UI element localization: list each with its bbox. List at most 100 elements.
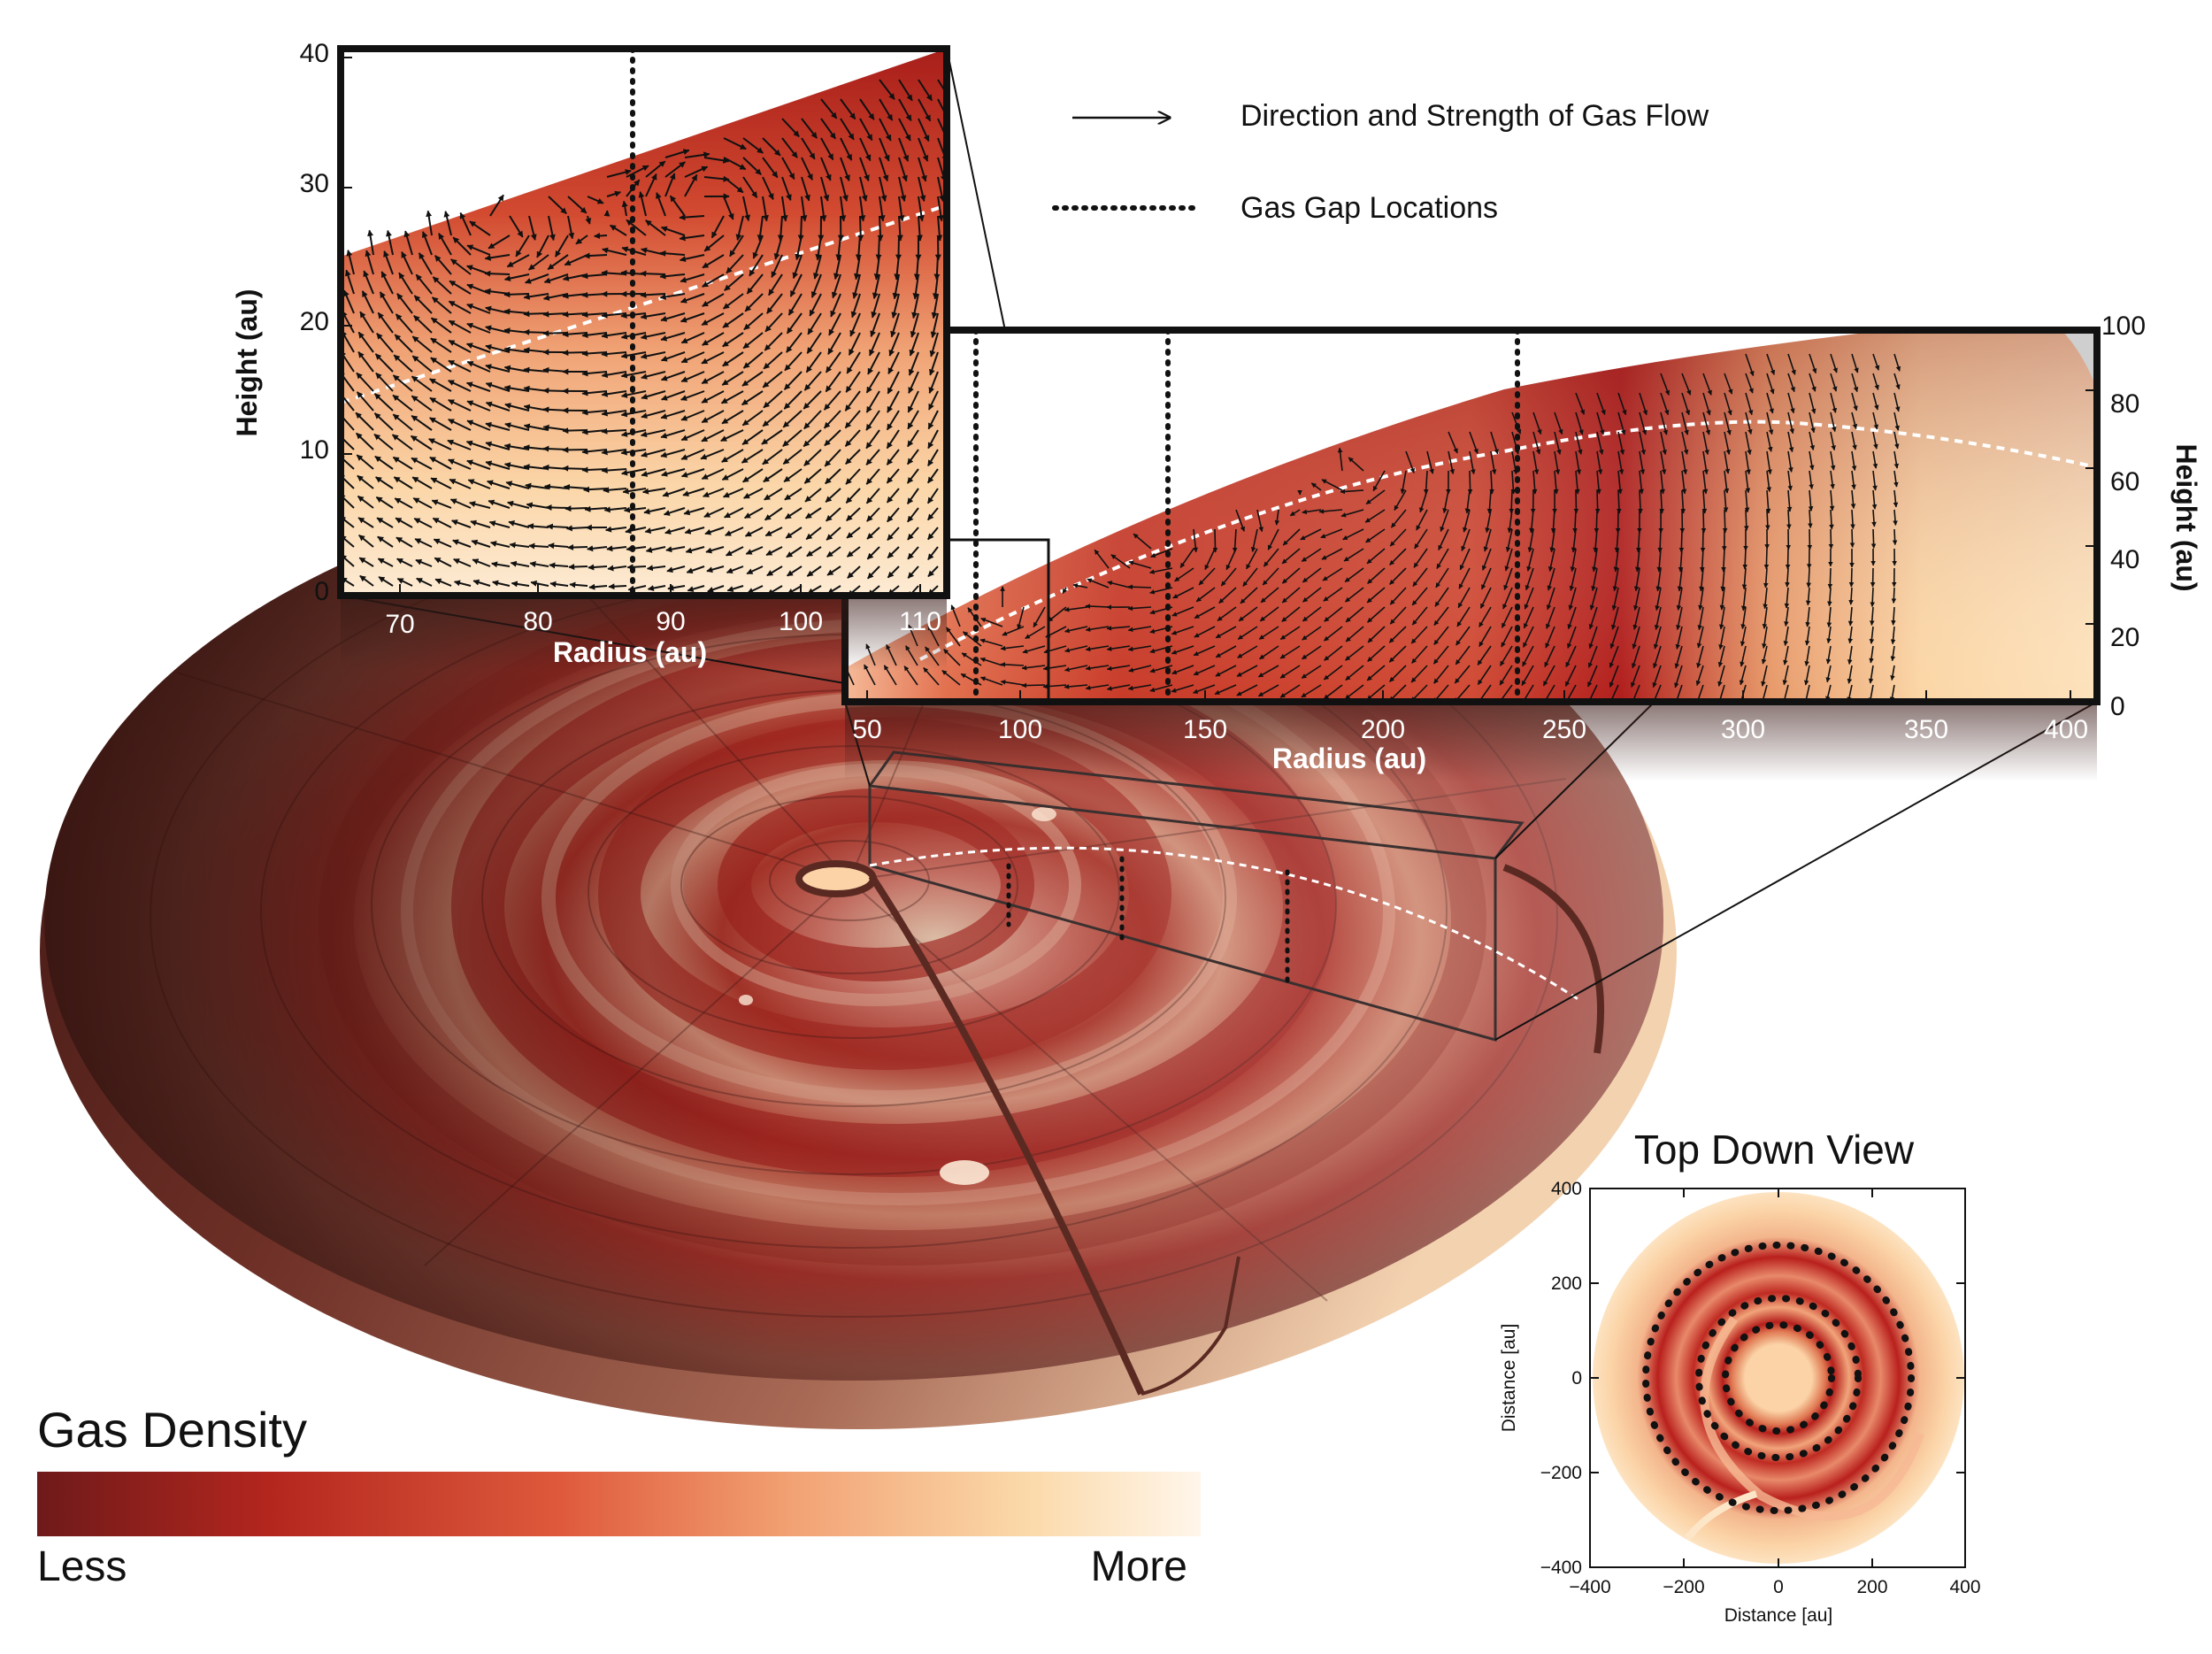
flow-vector (801, 176, 810, 202)
flow-vector (1289, 509, 1301, 517)
flow-vector (1696, 626, 1704, 649)
flow-vector (879, 79, 895, 100)
flow-vector (1742, 548, 1748, 570)
flow-vector (1763, 567, 1769, 589)
flow-vector (1198, 567, 1216, 586)
flow-vector (469, 220, 491, 236)
flow-vector (918, 196, 925, 222)
flow-vector (825, 351, 841, 373)
flow-vector (1809, 412, 1816, 434)
flow-vector (680, 468, 705, 478)
flow-vector (1575, 431, 1583, 455)
flow-vector (1302, 509, 1322, 515)
flow-vector (1300, 528, 1322, 541)
flow-vector (1847, 606, 1854, 627)
legend-flow-label: Direction and Strength of Gas Flow (1240, 99, 1709, 133)
flow-vector (684, 173, 698, 197)
flow-vector (835, 235, 842, 261)
flow-vector (1701, 509, 1707, 534)
flow-vector (1245, 548, 1258, 570)
flow-vector (720, 429, 744, 442)
flow-vector (1830, 373, 1838, 392)
flow-vector (1282, 528, 1301, 546)
flow-vector (1681, 392, 1691, 416)
flow-vector (587, 196, 604, 204)
flow-vector (1509, 489, 1515, 514)
flow-vector (1507, 509, 1513, 534)
flow-vector (1324, 626, 1343, 642)
flow-vector (1529, 509, 1534, 534)
flow-vector (1893, 450, 1900, 469)
flow-vector (1214, 684, 1237, 696)
flow-vector (1575, 450, 1582, 475)
flow-vector (1343, 548, 1364, 562)
wide-xtick: 150 (1183, 715, 1227, 744)
flow-vector (1851, 450, 1857, 472)
flow-vector (1830, 431, 1836, 451)
flow-vector (1527, 528, 1534, 553)
flow-vector (912, 273, 919, 300)
flow-vector (601, 427, 627, 435)
flow-vector (787, 293, 803, 316)
flow-vector (466, 400, 491, 412)
flow-vector (430, 317, 452, 334)
flow-vector (1085, 665, 1110, 671)
flow-vector (1805, 606, 1810, 627)
flow-vector (1456, 606, 1471, 627)
flow-vector (431, 499, 452, 509)
wide-ytick: 80 (2110, 389, 2139, 419)
flow-vector (1364, 509, 1386, 523)
flow-vector (867, 351, 880, 375)
flow-vector (680, 351, 705, 364)
flow-vector (1596, 470, 1601, 495)
flow-vector (1681, 431, 1689, 455)
flow-vector (1455, 626, 1471, 646)
flow-vector (640, 351, 666, 359)
top-down-xtick: 200 (1856, 1577, 1887, 1597)
flow-vector (783, 371, 803, 390)
flow-vector (859, 157, 870, 181)
flow-vector (1825, 684, 1832, 702)
flow-vector (907, 410, 919, 430)
wide-ytick: 20 (2110, 623, 2139, 652)
flow-vector (865, 449, 880, 465)
flow-vector (375, 372, 394, 392)
flow-vector (927, 449, 939, 467)
flow-vector (840, 118, 855, 141)
flow-vector (1218, 587, 1237, 604)
flow-vector (485, 401, 511, 412)
flow-vector (1172, 587, 1194, 599)
flow-vector (469, 501, 491, 509)
flow-vector (1194, 626, 1216, 638)
flow-vector (1787, 412, 1794, 435)
wide-ytick: 0 (2110, 692, 2125, 721)
flow-vector (1851, 431, 1857, 450)
flow-vector (1826, 606, 1832, 628)
flow-vector (1660, 450, 1667, 475)
flow-vector (356, 391, 374, 412)
flow-vector (660, 371, 686, 381)
flow-vector (1596, 392, 1606, 416)
flow-vector (1572, 509, 1578, 534)
flow-vector (1586, 684, 1598, 702)
flow-vector (927, 429, 939, 450)
flow-vector (548, 196, 567, 215)
flow-vector (1893, 489, 1899, 508)
flow-vector (1365, 489, 1386, 505)
flow-vector (1477, 665, 1492, 686)
flow-vector (1617, 489, 1622, 514)
flow-vector (1766, 431, 1773, 452)
flow-vector (528, 542, 549, 550)
flow-vector (784, 488, 803, 501)
flow-vector (1433, 606, 1449, 626)
flow-vector (820, 137, 834, 161)
flow-vector (803, 449, 822, 466)
flow-vector (702, 293, 725, 307)
flow-vector (1388, 665, 1407, 682)
flow-vector (722, 332, 744, 348)
flow-vector (1594, 509, 1600, 534)
flow-vector (1479, 606, 1492, 627)
flow-vector (979, 638, 1003, 647)
flow-vector (720, 390, 744, 404)
flow-vector (375, 496, 394, 509)
